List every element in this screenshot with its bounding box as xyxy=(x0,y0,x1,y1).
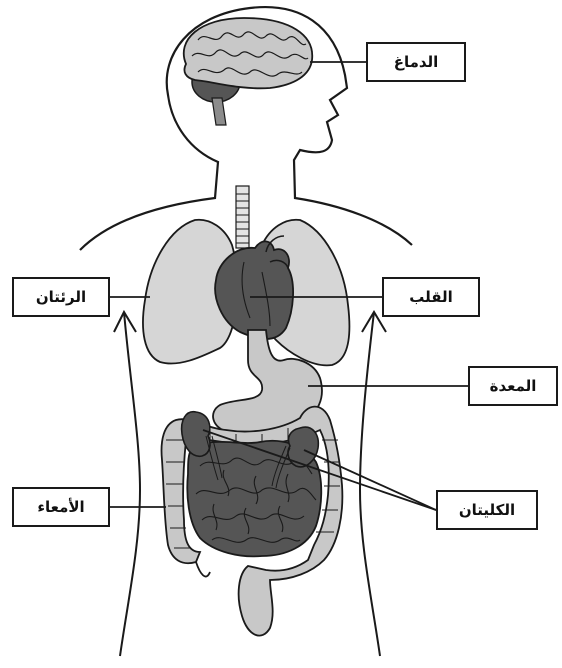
intestines-label: الأمعاء xyxy=(12,487,110,527)
appendix xyxy=(196,562,210,577)
brain-label: الدماغ xyxy=(366,42,466,82)
kidneys-label: الكليتان xyxy=(436,490,538,530)
kidneys-leader-line-right xyxy=(304,450,436,510)
lungs-label: الرئتان xyxy=(12,277,110,317)
trachea xyxy=(236,186,249,248)
stomach-label: المعدة xyxy=(468,366,558,406)
torso-left-outline xyxy=(120,312,140,656)
brain xyxy=(184,18,312,125)
heart-label: القلب xyxy=(382,277,480,317)
